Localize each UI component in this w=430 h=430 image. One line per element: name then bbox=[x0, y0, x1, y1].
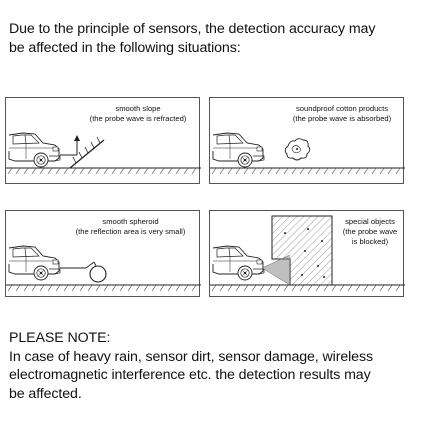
panel-soundproof-cotton: soundproof cotton products (the probe wa… bbox=[209, 97, 405, 184]
panel-special-objects: special objects (the probe wave is block… bbox=[209, 210, 405, 297]
caption-line-2: (the probe wave is refracted) bbox=[89, 114, 187, 123]
panel-caption: soundproof cotton products (the probe wa… bbox=[280, 104, 404, 124]
caption-line-2: (the probe wave bbox=[342, 227, 398, 236]
caption-line-1: smooth slope bbox=[115, 104, 161, 113]
panel-caption: smooth slope (the probe wave is refracte… bbox=[76, 104, 200, 124]
panel-smooth-spheroid: smooth spheroid (the reflection area is … bbox=[5, 210, 201, 297]
note-line-3: be affected. bbox=[9, 385, 82, 402]
note-line-1: In case of heavy rain, sensor dirt, sens… bbox=[9, 348, 373, 365]
panel-smooth-slope: smooth slope (the probe wave is refracte… bbox=[5, 97, 201, 184]
caption-line-2: (the reflection area is very small) bbox=[75, 227, 186, 236]
note-heading: PLEASE NOTE: bbox=[9, 330, 111, 346]
caption-line-2: (the probe wave is absorbed) bbox=[292, 114, 392, 123]
note-line-2: electromagnetic interference etc. the de… bbox=[9, 367, 371, 383]
smooth-spheroid-illustration bbox=[6, 245, 201, 292]
caption-line-1: soundproof cotton products bbox=[295, 104, 389, 113]
panel-caption: special objects (the probe wave is block… bbox=[336, 217, 404, 247]
panel-caption: smooth spheroid (the reflection area is … bbox=[61, 217, 200, 237]
smooth-slope-illustration bbox=[6, 132, 201, 175]
caption-line-1: special objects bbox=[345, 217, 395, 226]
caption-line-3: is blocked) bbox=[351, 237, 389, 246]
please-note-section: PLEASE NOTE: In case of heavy rain, sens… bbox=[9, 329, 427, 403]
caption-line-1: smooth spheroid bbox=[102, 217, 159, 226]
soundproof-cotton-illustration bbox=[210, 132, 405, 175]
intro-text: Due to the principle of sensors, the det… bbox=[9, 20, 423, 57]
special-objects-illustration bbox=[210, 215, 405, 292]
intro-line-1: Due to the principle of sensors, the det… bbox=[9, 21, 376, 37]
intro-line-2: be affected in the following situations: bbox=[9, 39, 241, 56]
